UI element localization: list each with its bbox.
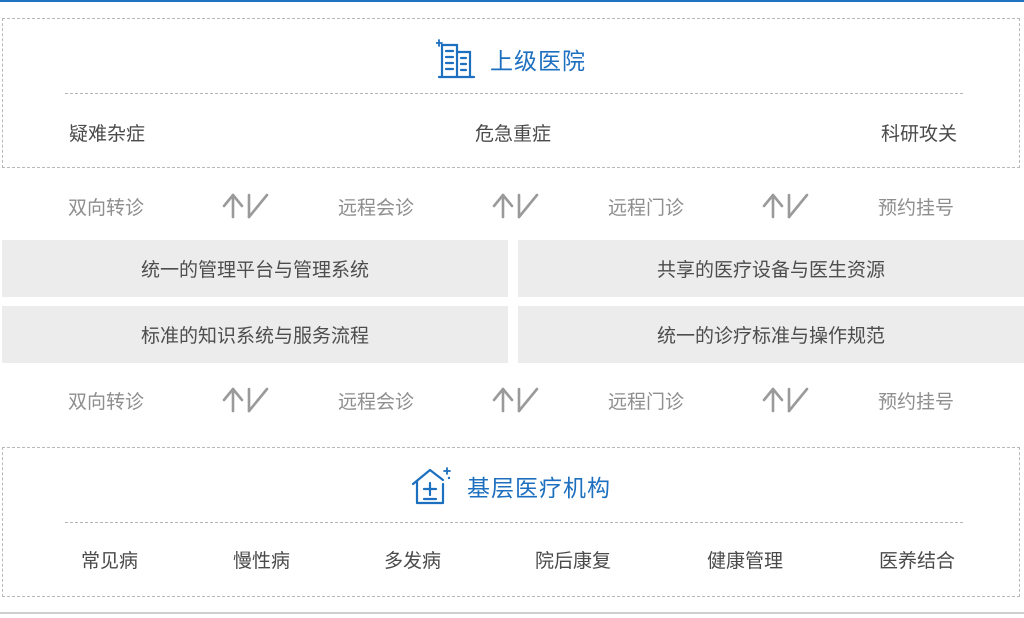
- bidirectional-arrow-icon: [492, 386, 540, 418]
- flow-label: 预约挂号: [878, 391, 955, 413]
- flow-label: 双向转诊: [68, 197, 145, 219]
- bidirectional-arrow-icon: [492, 192, 540, 224]
- top-flow-row: 双向转诊 远程会诊 远程门诊 预约挂号: [0, 188, 1024, 224]
- bottom-divider-line: [0, 612, 1024, 614]
- flow-label: 双向转诊: [68, 391, 145, 413]
- upper-hospital-panel: 上级医院 疑难杂症 危急重症 科研攻关: [2, 18, 1020, 168]
- shared-resource-cell: 统一的管理平台与管理系统: [2, 240, 508, 297]
- shared-resource-cell: 共享的医疗设备与医生资源: [518, 240, 1024, 297]
- lower-panel-header: 基层医疗机构: [3, 464, 1019, 508]
- lower-item: 常见病: [81, 550, 139, 572]
- upper-item-row: 疑难杂症 危急重症 科研攻关: [3, 119, 1019, 145]
- primary-care-panel: 基层医疗机构 常见病 慢性病 多发病 院后康复 健康管理 医养结合: [2, 447, 1020, 597]
- bidirectional-arrow-icon: [762, 192, 810, 224]
- upper-item: 危急重症: [475, 123, 552, 145]
- upper-panel-header: 上级医院: [3, 37, 1019, 81]
- upper-panel-divider: [65, 93, 963, 94]
- upper-panel-title: 上级医院: [490, 49, 586, 75]
- bidirectional-arrow-icon: [762, 386, 810, 418]
- lower-item: 多发病: [384, 550, 442, 572]
- lower-item: 医养结合: [879, 550, 956, 572]
- flow-label: 远程门诊: [608, 197, 685, 219]
- flow-label: 远程门诊: [608, 391, 685, 413]
- flow-label: 远程会诊: [338, 391, 415, 413]
- clinic-house-icon: [411, 466, 453, 506]
- hospital-building-icon: [436, 39, 476, 79]
- lower-item: 慢性病: [233, 550, 291, 572]
- bidirectional-arrow-icon: [222, 386, 270, 418]
- upper-item: 科研攻关: [881, 123, 958, 145]
- lower-item-row: 常见病 慢性病 多发病 院后康复 健康管理 医养结合: [3, 546, 1019, 572]
- flow-label: 远程会诊: [338, 197, 415, 219]
- lower-item: 院后康复: [535, 550, 612, 572]
- lower-item: 健康管理: [707, 550, 784, 572]
- upper-item: 疑难杂症: [69, 123, 146, 145]
- flow-label: 预约挂号: [878, 197, 955, 219]
- shared-resource-cell: 统一的诊疗标准与操作规范: [518, 306, 1024, 363]
- lower-panel-title: 基层医疗机构: [467, 476, 611, 502]
- top-accent-line: [0, 0, 1024, 2]
- shared-resource-cell: 标准的知识系统与服务流程: [2, 306, 508, 363]
- bidirectional-arrow-icon: [222, 192, 270, 224]
- lower-panel-divider: [65, 522, 963, 523]
- bottom-flow-row: 双向转诊 远程会诊 远程门诊 预约挂号: [0, 382, 1024, 418]
